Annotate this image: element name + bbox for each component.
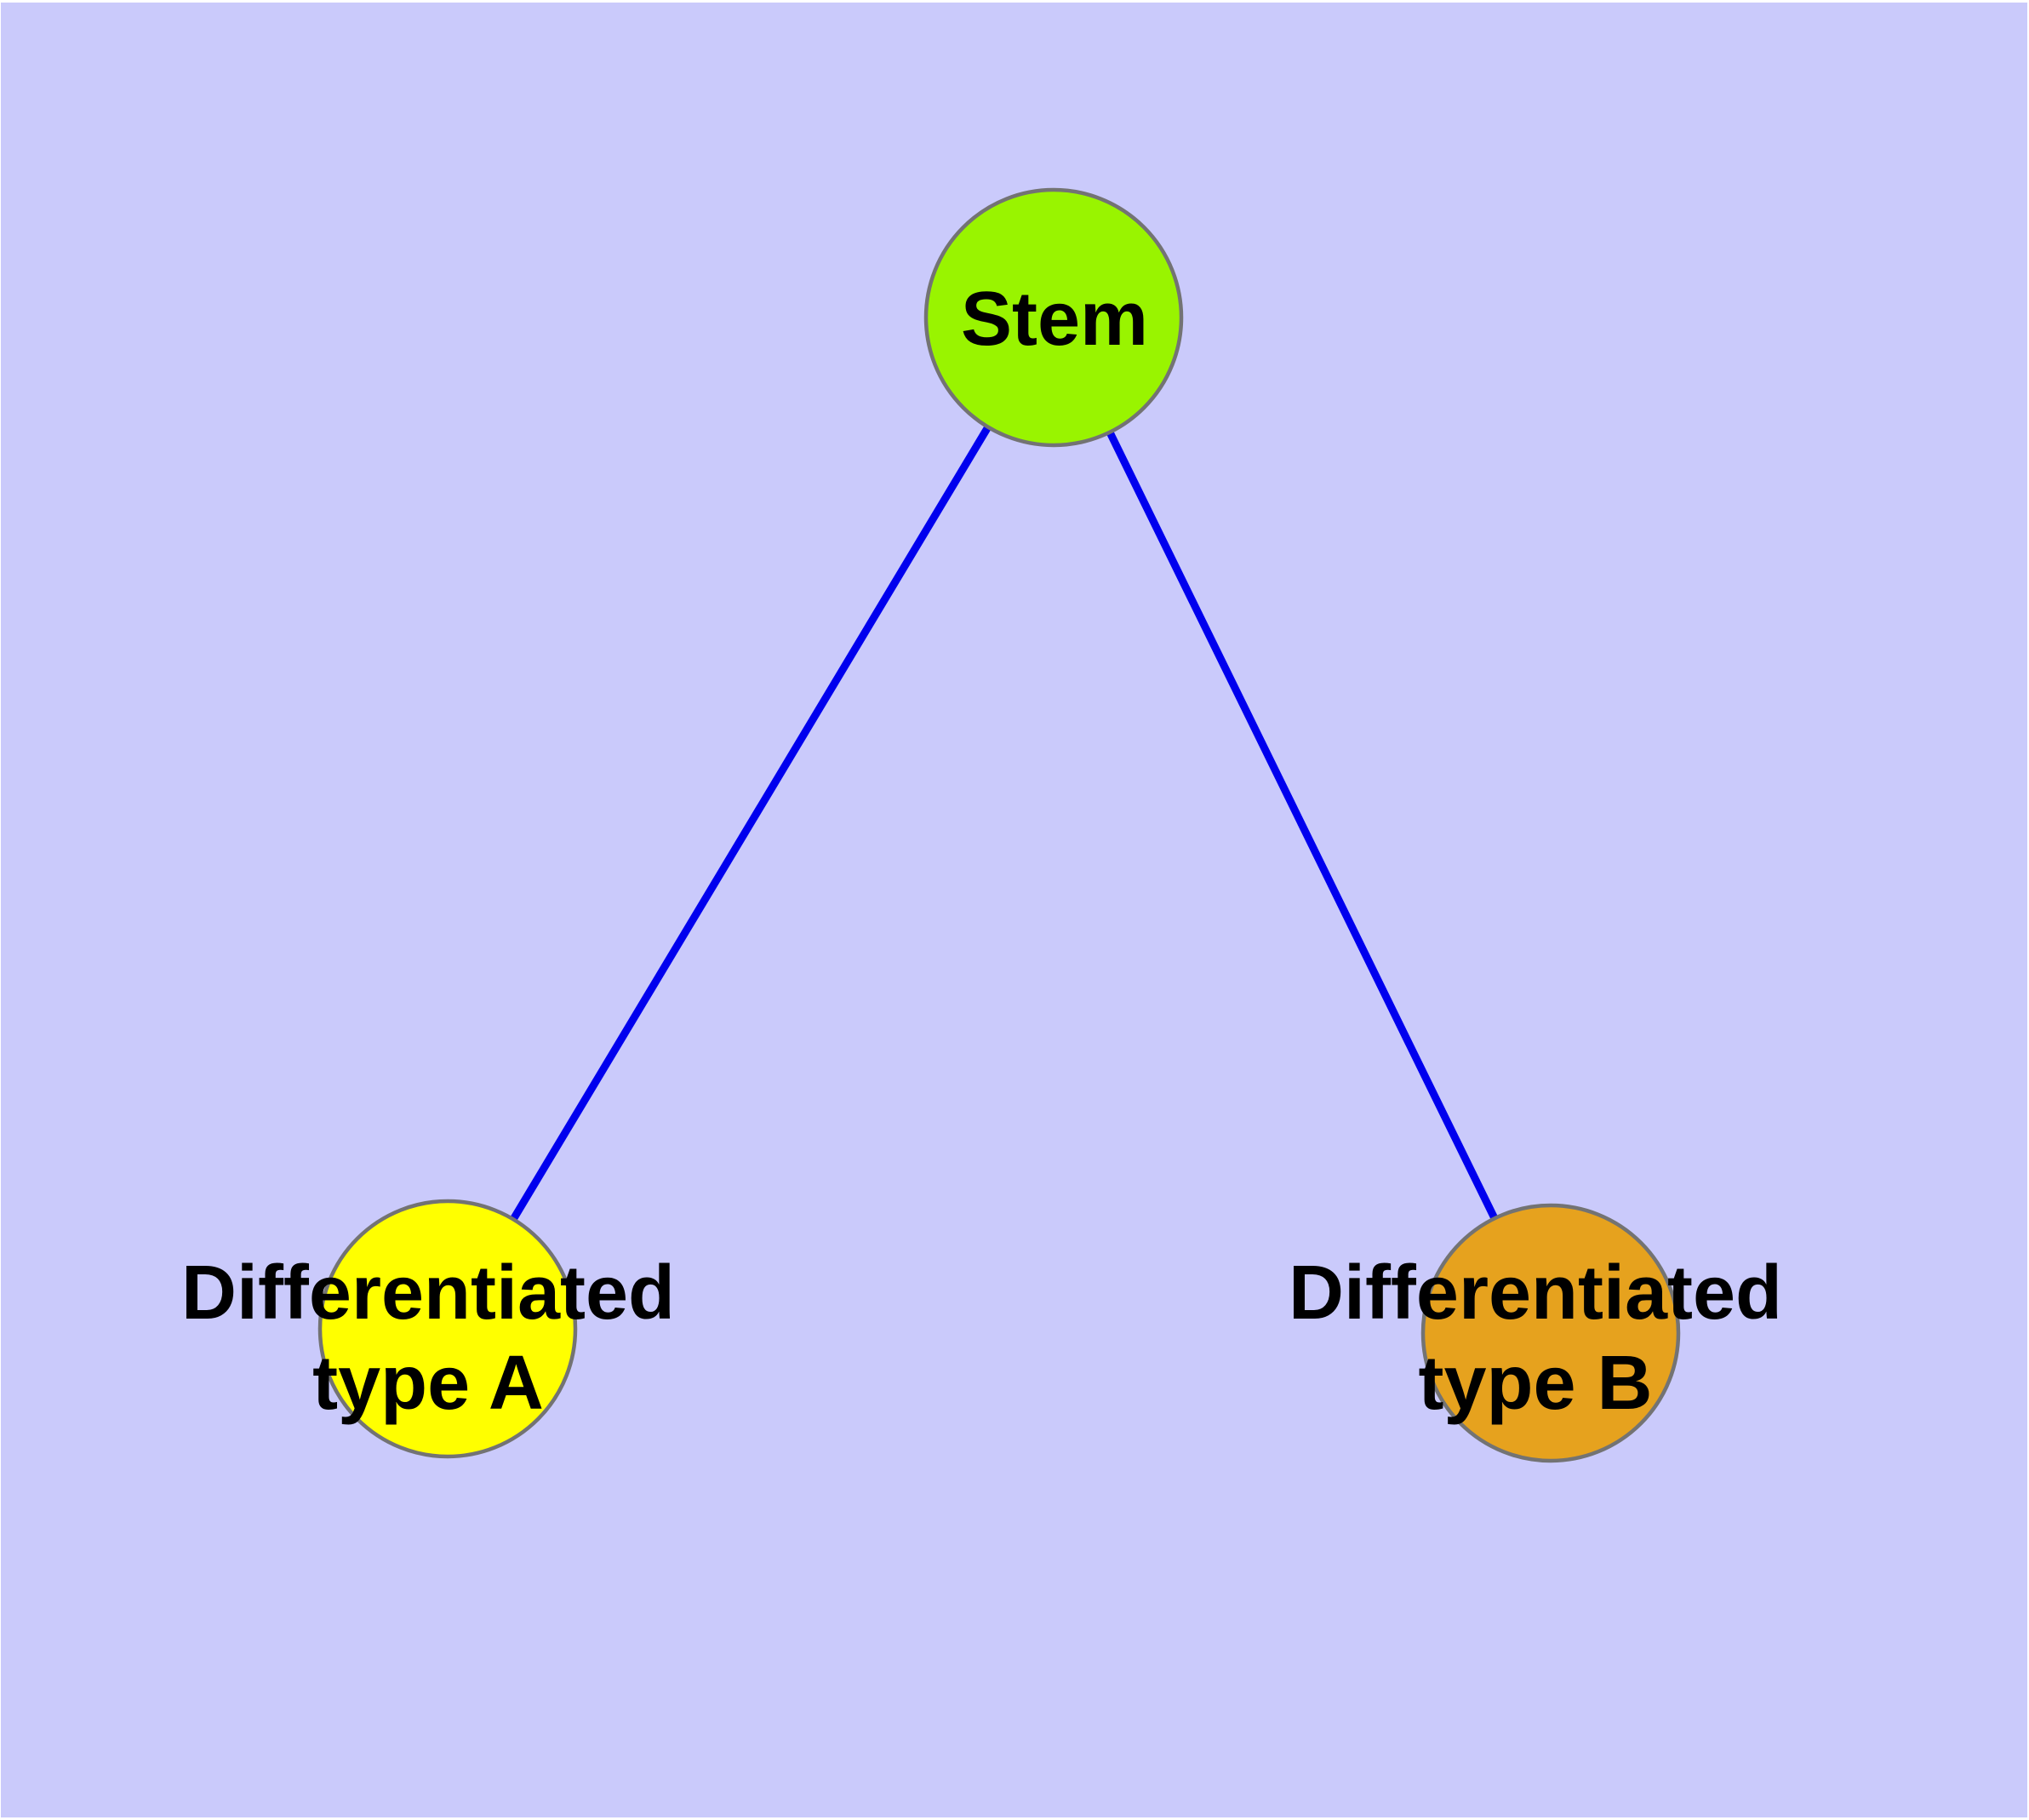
node-differentiated-type-a-circle: [317, 1199, 578, 1459]
node-differentiated-type-a: Differentiated type A: [181, 1199, 675, 1459]
node-differentiated-type-b-label-line1: Differentiated: [1289, 1251, 1782, 1336]
node-differentiated-type-b-label-line2: type B: [1418, 1341, 1652, 1426]
edge-stem-to-type-a: [444, 315, 1057, 1331]
node-differentiated-type-a-label-line1: Differentiated: [181, 1251, 675, 1336]
edge-stem-to-type-b: [1049, 316, 1555, 1335]
node-differentiated-type-b: Differentiated type B: [1289, 1203, 1782, 1463]
node-differentiated-type-b-circle: [1420, 1203, 1681, 1463]
node-differentiated-type-a-label-line2: type A: [312, 1341, 544, 1426]
node-stem-label: Stem: [961, 277, 1148, 362]
node-stem: Stem: [923, 187, 1184, 448]
node-stem-circle: [923, 187, 1184, 448]
